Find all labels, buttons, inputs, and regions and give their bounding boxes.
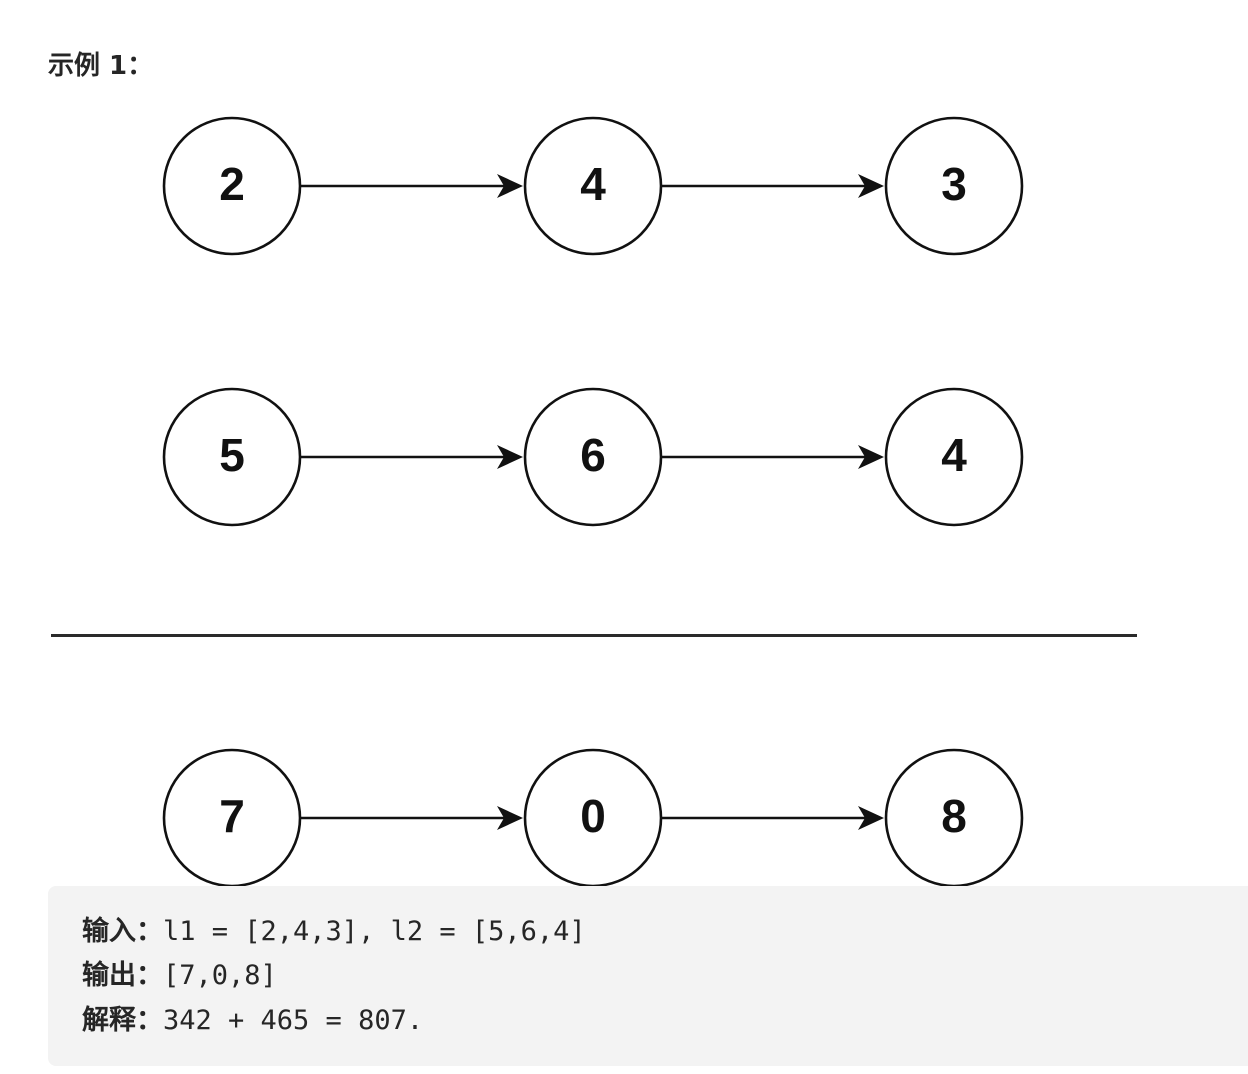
list-node: 2 — [162, 116, 302, 256]
next-arrow — [661, 445, 884, 469]
next-arrow — [300, 806, 523, 830]
node-value: 6 — [580, 429, 606, 481]
node-value: 2 — [219, 158, 245, 210]
node-circle — [884, 116, 1024, 256]
example-code-block: 输入：l1 = [2,4,3], l2 = [5,6,4] 输出：[7,0,8]… — [48, 886, 1248, 1066]
list-node: 4 — [884, 387, 1024, 527]
node-circle — [523, 116, 663, 256]
node-value: 8 — [941, 790, 967, 842]
list-node: 3 — [884, 116, 1024, 256]
list-l2: 5 6 4 — [162, 387, 1024, 527]
arrow-head — [497, 174, 523, 198]
arrow-head — [858, 806, 884, 830]
list-l1: 2 4 3 — [162, 116, 1024, 256]
next-arrow — [300, 174, 523, 198]
arrow-head — [858, 445, 884, 469]
next-arrow — [661, 806, 884, 830]
output-line: 输出：[7,0,8] — [82, 954, 277, 998]
list-node: 5 — [162, 387, 302, 527]
node-value: 4 — [941, 429, 967, 481]
input-label: 输入： — [82, 916, 163, 947]
input-line: 输入：l1 = [2,4,3], l2 = [5,6,4] — [82, 910, 586, 954]
list-node: 6 — [523, 387, 663, 527]
node-circle — [162, 116, 302, 256]
node-value: 4 — [580, 158, 606, 210]
output-label: 输出： — [82, 960, 163, 991]
list-node: 8 — [884, 748, 1024, 888]
list-node: 4 — [523, 116, 663, 256]
next-arrow — [661, 174, 884, 198]
list-node: 0 — [523, 748, 663, 888]
list-result: 7 0 8 — [162, 748, 1024, 888]
node-value: 7 — [219, 790, 245, 842]
arrow-head — [497, 806, 523, 830]
next-arrow — [300, 445, 523, 469]
node-circle — [884, 387, 1024, 527]
linked-list-diagram: 2 4 3 5 6 4 7 0 8 — [162, 116, 1024, 888]
arrow-head — [497, 445, 523, 469]
list-node: 7 — [162, 748, 302, 888]
node-circle — [523, 387, 663, 527]
node-value: 0 — [580, 790, 606, 842]
input-value: l1 = [2,4,3], l2 = [5,6,4] — [163, 916, 586, 947]
sum-divider — [51, 634, 1137, 637]
node-value: 3 — [941, 158, 967, 210]
node-value: 5 — [219, 429, 245, 481]
example-title: 示例 1： — [48, 51, 154, 81]
explanation-label: 解释： — [82, 1005, 163, 1036]
output-value: [7,0,8] — [163, 960, 277, 991]
arrow-head — [858, 174, 884, 198]
explanation-value: 342 + 465 = 807. — [163, 1005, 424, 1036]
node-circle — [162, 387, 302, 527]
explanation-line: 解释：342 + 465 = 807. — [82, 999, 423, 1043]
